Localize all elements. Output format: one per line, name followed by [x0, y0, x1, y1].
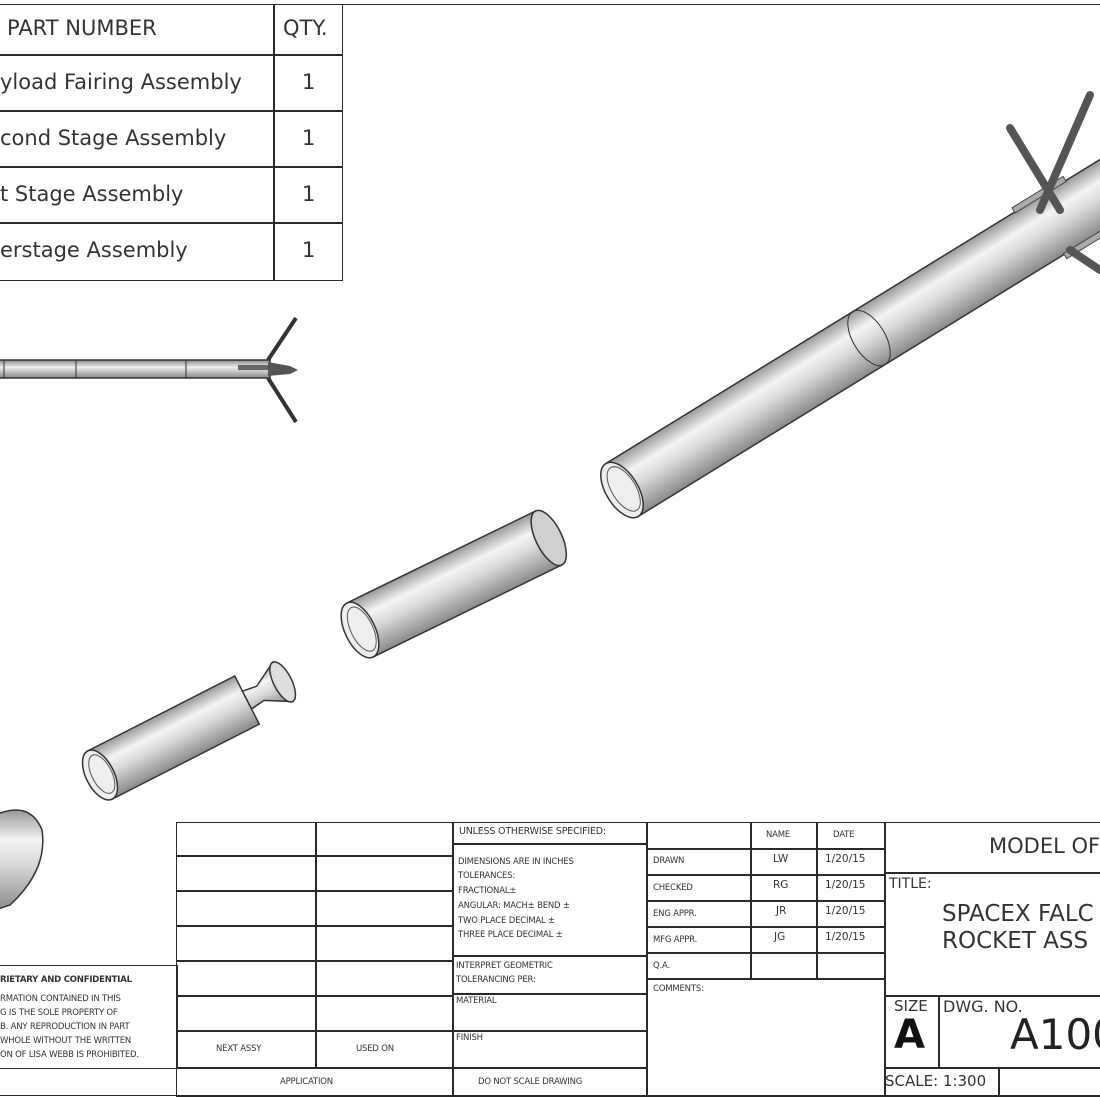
bom-row-qty: 1 [302, 70, 316, 94]
approval-date: 1/20/15 [825, 931, 866, 943]
proprietary-line: G IS THE SOLE PROPERTY OF [0, 1008, 118, 1018]
comments-label: COMMENTS: [653, 984, 704, 994]
payload-fairing-isometric [0, 809, 44, 910]
proprietary-line: RMATION CONTAINED IN THIS [0, 994, 121, 1004]
approval-name: LW [773, 853, 789, 865]
approval-role: Q.A. [653, 961, 670, 971]
used-on-label: USED ON [356, 1044, 394, 1054]
approval-role: MFG APPR. [653, 935, 698, 945]
size-label: SIZE [894, 997, 928, 1015]
sheet-size: A [894, 1012, 925, 1058]
bom-row-qty: 1 [302, 238, 316, 262]
tolerance-line: FRACTIONAL± [458, 886, 517, 896]
second-stage-isometric [81, 660, 297, 801]
model-of-label: MODEL OF [989, 834, 1100, 858]
finish-label: FINISH [456, 1033, 483, 1043]
bom-row-part: erstage Assembly [0, 238, 188, 262]
next-assy-label: NEXT ASSY [216, 1044, 262, 1054]
proprietary-line: ON OF LISA WEBB IS PROHIBITED. [0, 1050, 139, 1060]
bom-row-part: t Stage Assembly [0, 182, 184, 206]
bom-row-qty: 1 [302, 182, 316, 206]
tolerance-line: DIMENSIONS ARE IN INCHES [458, 857, 574, 867]
bom-header-part-number: PART NUMBER [7, 16, 157, 40]
approval-date: 1/20/15 [825, 879, 866, 891]
interpret-geometric: INTERPRET GEOMETRIC [456, 961, 553, 971]
bom-header-qty: QTY. [283, 16, 328, 40]
tolerance-line: TOLERANCES: [458, 871, 516, 881]
approval-role: DRAWN [653, 856, 685, 866]
approval-name: JG [774, 931, 786, 943]
proprietary-line: B. ANY REPRODUCTION IN PART [0, 1022, 130, 1032]
tolerance-line: THREE PLACE DECIMAL ± [458, 930, 563, 940]
approval-role: ENG APPR. [653, 909, 697, 919]
drawing-title-line: ROCKET ASS [942, 928, 1089, 954]
drawing-number: A100 [1010, 1010, 1100, 1059]
approval-role: CHECKED [653, 883, 693, 893]
date-header: DATE [833, 830, 855, 840]
unless-otherwise-specified: UNLESS OTHERWISE SPECIFIED: [459, 826, 606, 837]
proprietary-line: WHOLE WITHOUT THE WRITTEN [0, 1036, 132, 1046]
approval-date: 1/20/15 [825, 853, 866, 865]
scale-label: SCALE: 1:300 [885, 1072, 987, 1090]
approval-name: RG [773, 879, 789, 891]
dwg-no-label: DWG. NO. [943, 997, 1023, 1016]
proprietary-notice [0, 965, 178, 1069]
sheet-border [0, 4, 1100, 1096]
drawing-title-line: SPACEX FALC [942, 901, 1094, 927]
material-label: MATERIAL [456, 996, 497, 1006]
bom-row-qty: 1 [302, 126, 316, 150]
bom-row-part: yload Fairing Assembly [0, 70, 242, 94]
grid-fin [1006, 91, 1100, 274]
proprietary-heading: RIETARY AND CONFIDENTIAL [0, 975, 132, 985]
tolerancing-per: TOLERANCING PER: [456, 975, 536, 985]
application-label: APPLICATION [280, 1077, 333, 1087]
name-header: NAME [766, 830, 791, 840]
bom-row-part: cond Stage Assembly [0, 126, 227, 150]
tolerance-line: ANGULAR: MACH± BEND ± [458, 901, 570, 911]
approval-name: JR [776, 905, 787, 917]
approval-date: 1/20/15 [825, 905, 866, 917]
rocket-side-view [0, 316, 298, 424]
tolerance-line: TWO PLACE DECIMAL ± [458, 916, 555, 926]
do-not-scale-label: DO NOT SCALE DRAWING [478, 1077, 583, 1087]
title-label: TITLE: [889, 876, 932, 892]
interstage-isometric [340, 509, 568, 659]
